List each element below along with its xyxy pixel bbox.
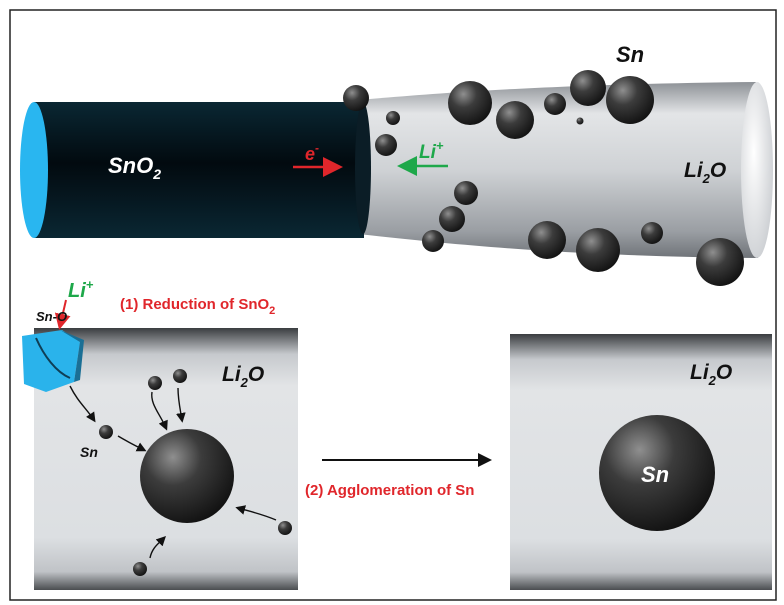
step2-label: (2) Agglomeration of Sn	[305, 482, 474, 499]
sn-particle-large	[599, 415, 715, 531]
sn-particle	[99, 425, 113, 439]
electron-label: e-	[305, 141, 319, 164]
sn-particle	[448, 81, 492, 125]
sn-particle	[641, 222, 663, 244]
li2o-tube-end-cap	[741, 82, 773, 258]
sno2-fragment	[22, 330, 84, 392]
sn-particle	[496, 101, 534, 139]
li-ion-arrow-left	[54, 299, 71, 330]
sn-label-large: Sn	[641, 462, 669, 487]
sn-particle-center	[140, 429, 234, 523]
sn-particle	[454, 181, 478, 205]
li2o-label-top: Li2O	[684, 159, 726, 186]
sn-particle	[422, 230, 444, 252]
agglomeration-arrows-left	[69, 385, 277, 559]
sno2-rod-front-shade	[355, 102, 371, 234]
sn-particles-top	[343, 70, 744, 286]
sn-particle	[148, 376, 162, 390]
sn-o-label: Sn-O	[36, 309, 67, 324]
li2o-label-right: Li2O	[690, 361, 732, 388]
sn-particle	[375, 134, 397, 156]
step1-label: (1) Reduction of SnO2	[120, 296, 275, 317]
sn-label-top: Sn	[616, 42, 644, 67]
sn-particles-left	[99, 369, 292, 576]
sno2-rod-end-face	[20, 102, 48, 238]
sn-particle	[576, 117, 584, 125]
sn-particle	[133, 562, 147, 576]
sno2-rod	[34, 102, 364, 238]
sn-label-small: Sn	[80, 444, 98, 460]
sn-particle	[173, 369, 187, 383]
sn-particle	[696, 238, 744, 286]
sn-particle	[278, 521, 292, 535]
sn-particle	[386, 111, 400, 125]
sn-particle	[576, 228, 620, 272]
li-ion-label-top: Li+	[419, 138, 444, 163]
sn-particle	[439, 206, 465, 232]
sn-particle	[528, 221, 566, 259]
sn-particle	[544, 93, 566, 115]
sn-particle	[343, 85, 369, 111]
sn-particle	[570, 70, 606, 106]
sno2-label: SnO2	[108, 153, 161, 182]
sn-particle	[606, 76, 654, 124]
li2o-label-left: Li2O	[222, 363, 264, 390]
li-ion-label-left: Li+	[68, 277, 94, 302]
